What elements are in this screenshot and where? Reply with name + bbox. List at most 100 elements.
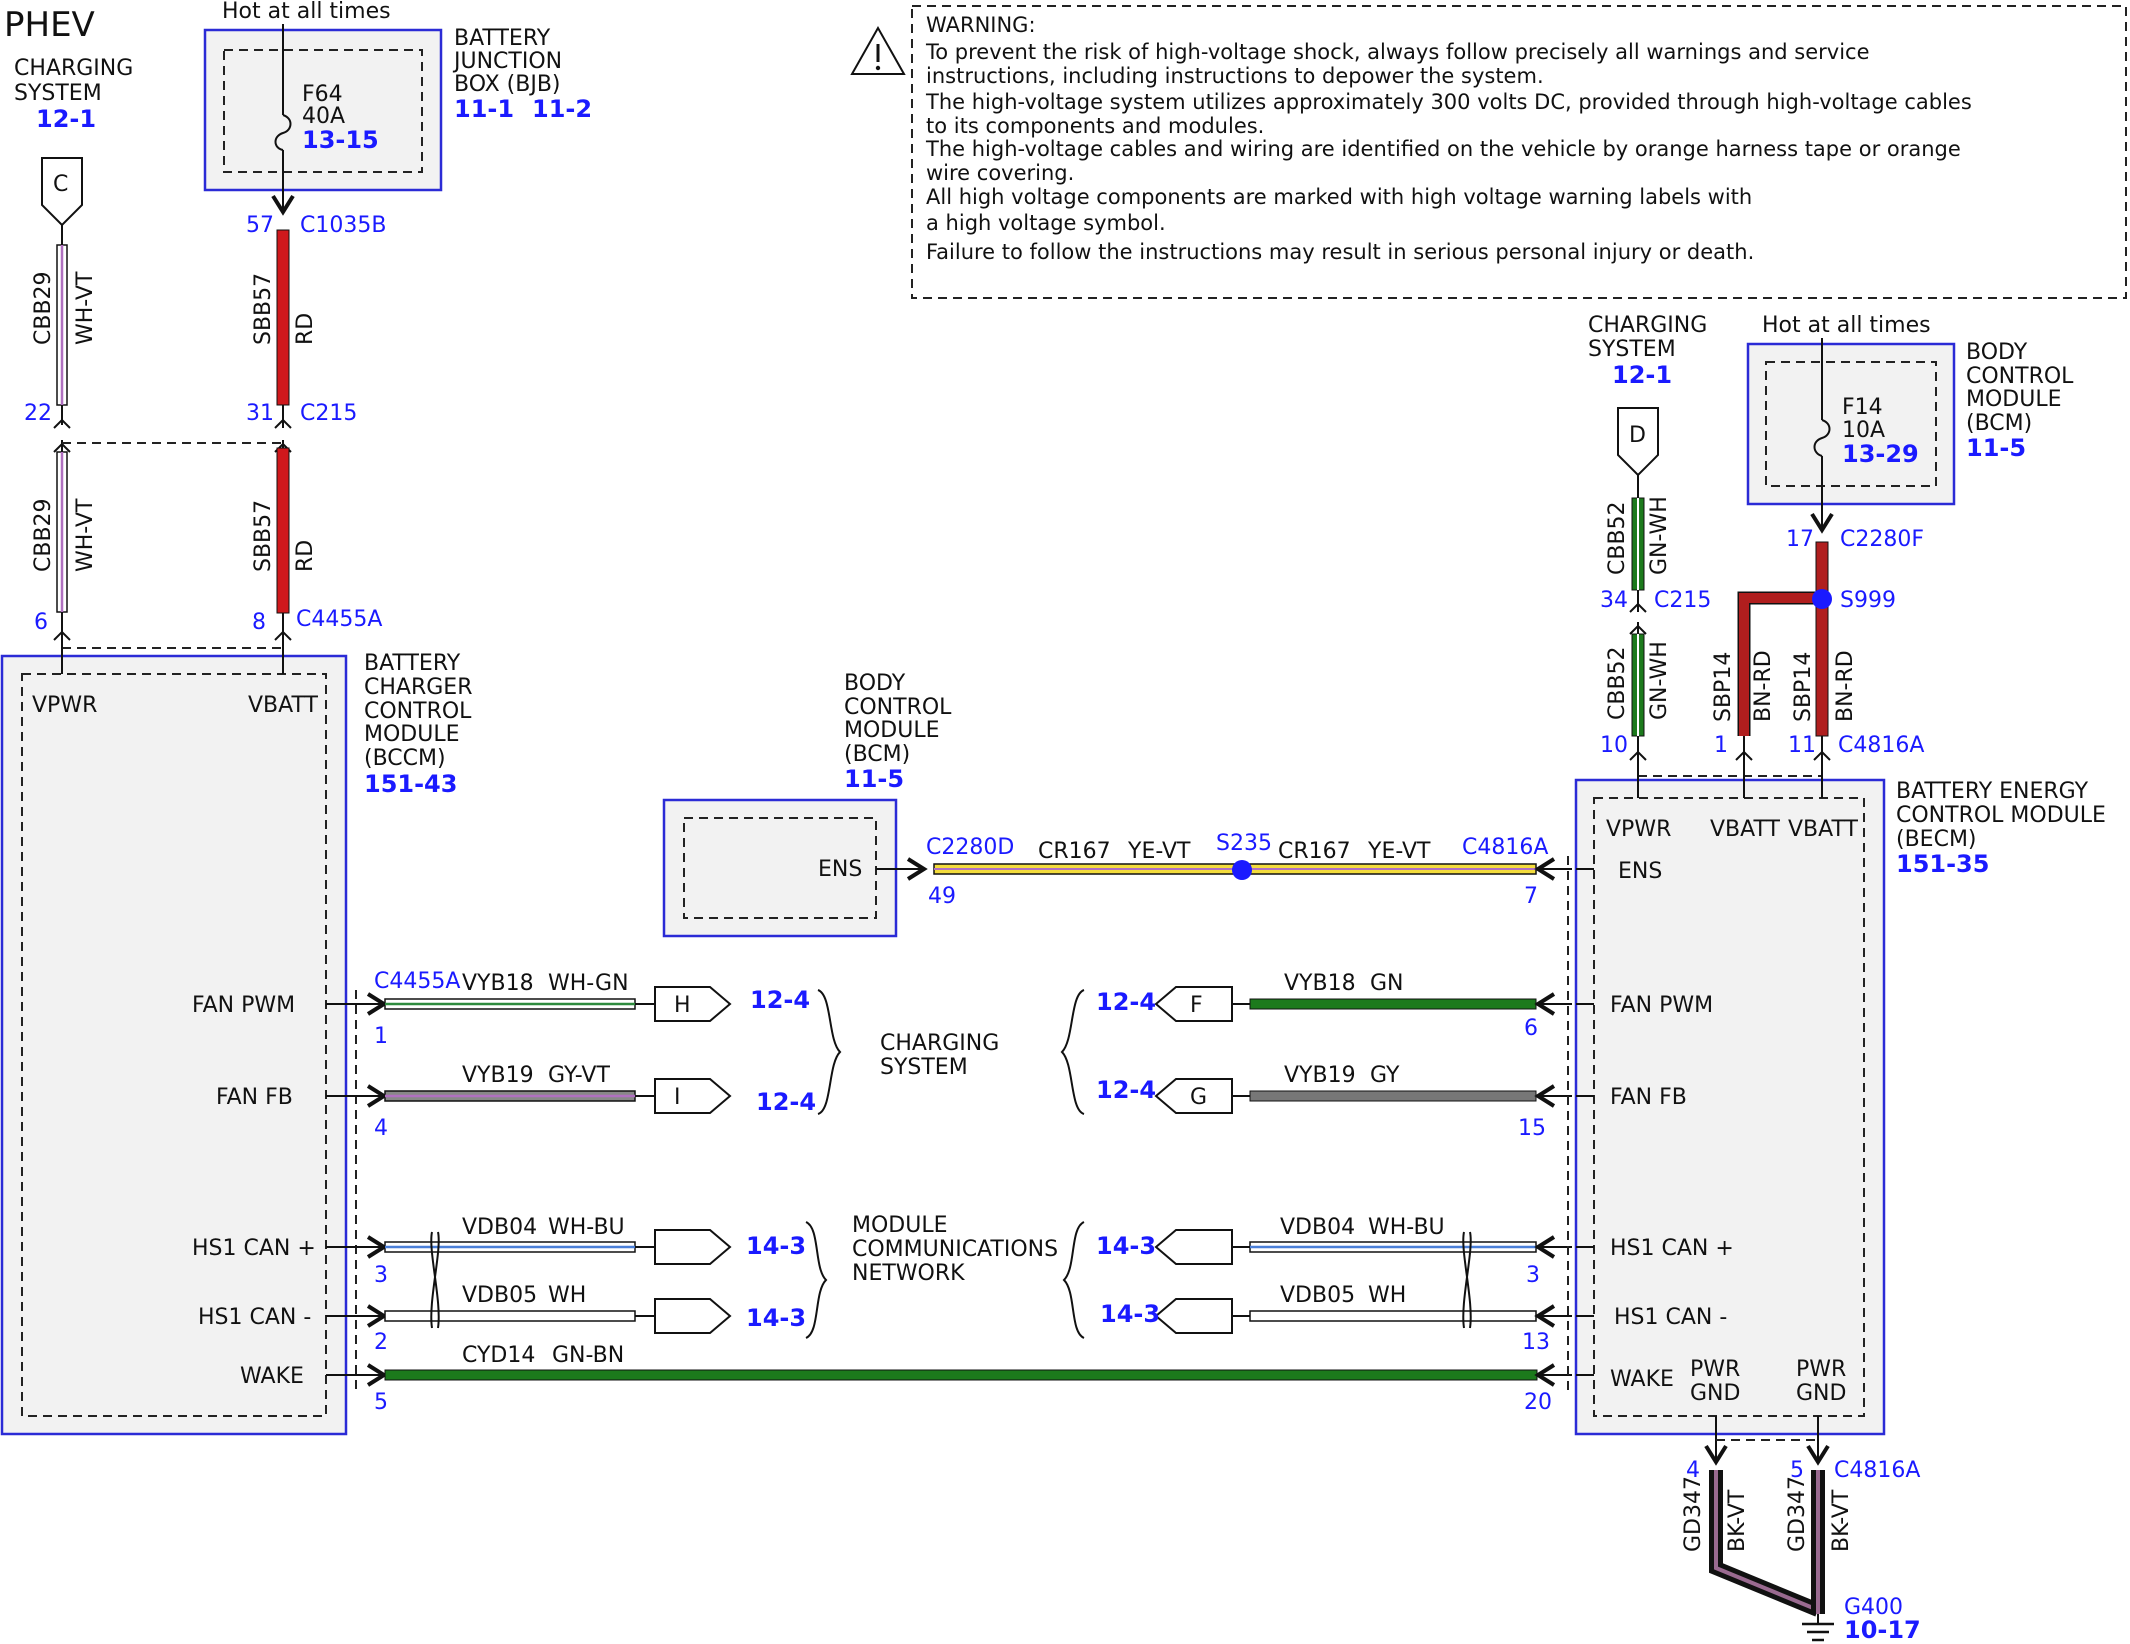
wire-vdb04-right: [1249, 1241, 1537, 1253]
becm-fan-fb: FAN FB: [1610, 1085, 1687, 1110]
bcm-right-label-1: BODY: [1966, 340, 2028, 365]
brace-left-charging: [817, 989, 842, 1115]
connector-can-minus-right: [1154, 1298, 1233, 1334]
bcm-right-label-4: (BCM): [1966, 411, 2032, 436]
page-title: PHEV: [4, 5, 95, 45]
cbb29-circuit-lower: CBB29: [31, 498, 56, 572]
center-charging-1: CHARGING: [880, 1031, 999, 1056]
pin-7: 7: [1524, 884, 1538, 909]
fuse-f14-rating: 10A: [1842, 418, 1885, 443]
cbb29-circuit-upper: CBB29: [31, 271, 56, 345]
connector-c1035b: C1035B: [300, 213, 386, 238]
connector-g-letter: G: [1190, 1085, 1207, 1110]
becm-fan-pwm: FAN PWM: [1610, 993, 1713, 1018]
bjb-module: [203, 28, 443, 192]
connector-c215-left: C215: [300, 401, 357, 426]
vyb19-circuit-right: VYB19: [1284, 1063, 1356, 1088]
vdb05-color-right: WH: [1368, 1283, 1406, 1308]
bjb-ref-2: 11-2: [532, 95, 592, 123]
connector-d-letter: D: [1629, 423, 1646, 448]
gd347-circuit-b: GD347: [1785, 1476, 1810, 1552]
becm-pwr-1: PWR: [1690, 1357, 1740, 1382]
connector-c2280f: C2280F: [1840, 527, 1924, 552]
warning-line-2: instructions, including instructions to …: [926, 64, 1544, 88]
connector-c: C: [41, 157, 83, 227]
vyb18-circuit-left: VYB18: [462, 971, 534, 996]
fan-fb-ref-left: 12-4: [756, 1088, 816, 1116]
bcm-mid-label-2: CONTROL: [844, 695, 952, 720]
fan-pwm-ref-left: 12-4: [750, 986, 810, 1014]
sbb57-circuit-upper: SBB57: [251, 273, 276, 345]
center-mcn-1: MODULE: [852, 1213, 948, 1238]
pin-11: 11: [1788, 733, 1816, 758]
sbb57-circuit-lower: SBB57: [251, 500, 276, 572]
bjb-label-1: BATTERY: [454, 26, 551, 51]
pin-2-left: 2: [374, 1330, 388, 1355]
pin-1-c4816a: 1: [1714, 733, 1728, 758]
wire-sbb57-lower: [276, 447, 290, 614]
connector-can-minus-left: [654, 1298, 732, 1334]
charging-label-left: CHARGING: [14, 56, 133, 81]
warning-triangle-icon: [850, 25, 906, 75]
wire-vdb04-left: [384, 1241, 636, 1253]
gd347-circuit-a: GD347: [1681, 1476, 1706, 1552]
becm-label-2: CONTROL MODULE: [1896, 803, 2106, 828]
bccm-label-1: BATTERY: [364, 651, 461, 676]
gd347-color-b: BK-VT: [1829, 1489, 1854, 1552]
center-mcn-3: NETWORK: [852, 1261, 965, 1286]
can-plus-ref-left: 14-3: [746, 1232, 806, 1260]
vdb05-circuit-right: VDB05: [1280, 1283, 1355, 1308]
connector-h-letter: H: [674, 993, 691, 1018]
warning-line-8: a high voltage symbol.: [926, 211, 1166, 235]
fuse-f64-rating: 40A: [302, 104, 345, 129]
wire-gd347: [1709, 1470, 1825, 1617]
pin-57: 57: [246, 213, 274, 238]
bcm-right-label-2: CONTROL: [1966, 364, 2074, 389]
bccm-label-4: MODULE: [364, 722, 460, 747]
bcm-mid-label-3: MODULE: [844, 718, 940, 743]
pin-10: 10: [1600, 733, 1628, 758]
connector-h: H: [654, 986, 732, 1022]
wire-vyb19-left: [384, 1090, 636, 1102]
bjb-label-2: JUNCTION: [452, 49, 562, 74]
wire-sbb57-upper: [276, 229, 290, 406]
pin-4-ground: 4: [1686, 1458, 1700, 1483]
connector-c4455a-top: C4455A: [296, 607, 382, 632]
becm-gnd-1: GND: [1690, 1381, 1740, 1406]
bcm-mid-label-4: (BCM): [844, 742, 910, 767]
bccm-vbatt: VBATT: [248, 693, 319, 718]
bcm-right-ref: 11-5: [1966, 434, 2026, 462]
becm-pwr-2: PWR: [1796, 1357, 1846, 1382]
bcm-mid-label-1: BODY: [844, 671, 906, 696]
becm-label-1: BATTERY ENERGY: [1896, 779, 2089, 804]
cbb52-color-lower: GN-WH: [1647, 641, 1672, 720]
connector-f: F: [1154, 986, 1233, 1022]
vyb19-color-right: GY: [1370, 1063, 1400, 1088]
vdb05-color-left: WH: [548, 1283, 586, 1308]
vdb04-color-right: WH-BU: [1368, 1215, 1445, 1240]
vdb04-color-left: WH-BU: [548, 1215, 625, 1240]
bccm-label-2: CHARGER: [364, 675, 472, 700]
brace-right-charging: [1060, 989, 1085, 1115]
becm-hs1-can-plus: HS1 CAN +: [1610, 1236, 1734, 1261]
pin-34: 34: [1600, 588, 1628, 613]
pin-22: 22: [24, 401, 52, 426]
cbb52-circuit-upper: CBB52: [1605, 501, 1630, 575]
pin-15-right: 15: [1518, 1116, 1546, 1141]
splice-dot-icon: [1232, 860, 1252, 880]
connector-c4816a-bottom: C4816A: [1834, 1458, 1920, 1483]
connector-c-letter: C: [53, 172, 68, 197]
bccm-label-5: (BCCM): [364, 746, 446, 771]
charging-label-right: CHARGING: [1588, 313, 1707, 338]
sbb57-color-upper: RD: [293, 313, 318, 345]
vyb19-circuit-left: VYB19: [462, 1063, 534, 1088]
ground-icon: [1802, 1614, 1834, 1642]
cbb52-circuit-lower: CBB52: [1605, 646, 1630, 720]
becm-hs1-can-minus: HS1 CAN -: [1614, 1305, 1727, 1330]
cbb29-color-upper: WH-VT: [73, 271, 98, 345]
becm-ref: 151-35: [1896, 850, 1989, 878]
connector-g: G: [1154, 1078, 1233, 1114]
vyb18-circuit-right: VYB18: [1284, 971, 1356, 996]
brace-right-mcn: [1062, 1221, 1085, 1339]
bccm-hs1-can-minus: HS1 CAN -: [198, 1305, 311, 1330]
